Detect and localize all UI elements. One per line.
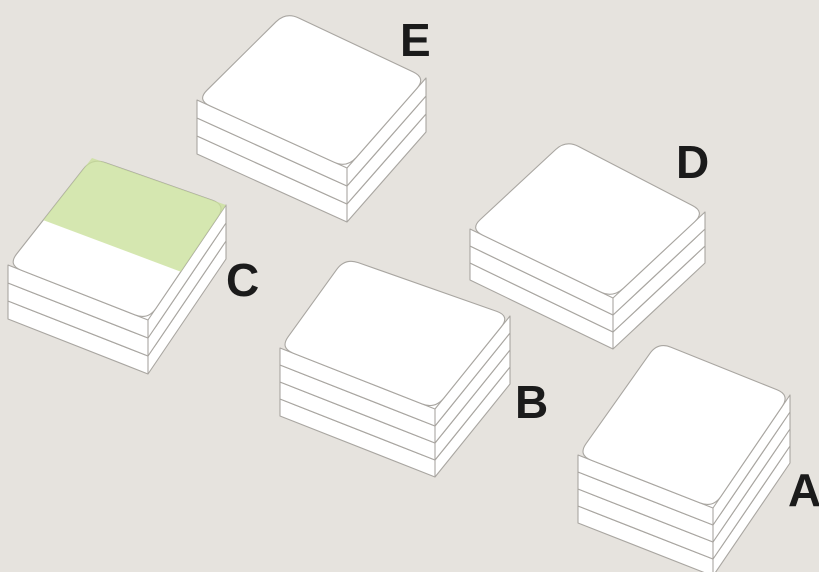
stack-label-b: B xyxy=(515,376,548,428)
stack-a: A xyxy=(578,346,819,572)
stack-e: E xyxy=(197,14,431,222)
stack-label-a: A xyxy=(788,464,819,516)
stack-label-e: E xyxy=(400,14,431,66)
stack-label-c: C xyxy=(226,254,259,306)
stack-d: D xyxy=(470,136,709,349)
stack-label-d: D xyxy=(676,136,709,188)
stack-c: C xyxy=(8,158,259,374)
